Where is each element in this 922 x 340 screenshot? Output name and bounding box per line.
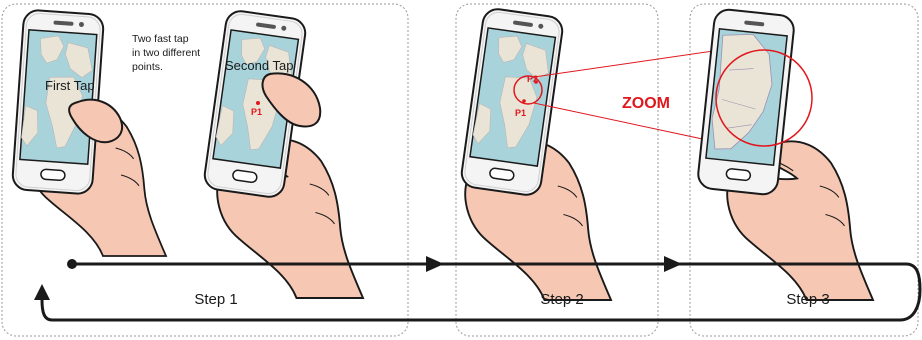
phone-step3 xyxy=(697,8,795,196)
tap-point-p2-dot xyxy=(534,80,538,84)
instruction-line-1: Two fast tap xyxy=(132,33,189,45)
tap-point-p1-marker xyxy=(256,101,260,105)
step1-label: Step 1 xyxy=(194,291,237,308)
step3-label: Step 3 xyxy=(786,291,829,308)
panel-step1 xyxy=(1,3,409,337)
zoom-region-circle xyxy=(513,75,543,105)
thumb-first-tap xyxy=(68,98,124,144)
flow-arrowhead-step3 xyxy=(664,256,682,272)
tap-point-p1-label-step2: P1 xyxy=(515,108,526,118)
thumb-second-tap xyxy=(261,72,322,128)
panel-step2 xyxy=(455,3,659,337)
zoomed-region-circle xyxy=(715,49,813,147)
instruction-line-3: points. xyxy=(132,61,163,73)
second-tap-label: Second Tap xyxy=(225,58,293,73)
flow-start-dot xyxy=(67,259,77,269)
zoom-label: ZOOM xyxy=(622,95,670,112)
panel-step3 xyxy=(689,3,919,337)
flow-arrowhead-loop xyxy=(34,284,50,300)
flow-arrowhead-step2 xyxy=(426,256,444,272)
instruction-line-2: in two different xyxy=(132,47,200,59)
tap-point-p1-dot xyxy=(522,99,526,103)
tap-point-p2-label: P2 xyxy=(527,74,538,84)
tap-point-p1-label-step1: P1 xyxy=(251,107,262,117)
flow-arrow-main xyxy=(40,262,922,322)
first-tap-label: First Tap xyxy=(45,78,95,93)
step2-label: Step 2 xyxy=(540,291,583,308)
